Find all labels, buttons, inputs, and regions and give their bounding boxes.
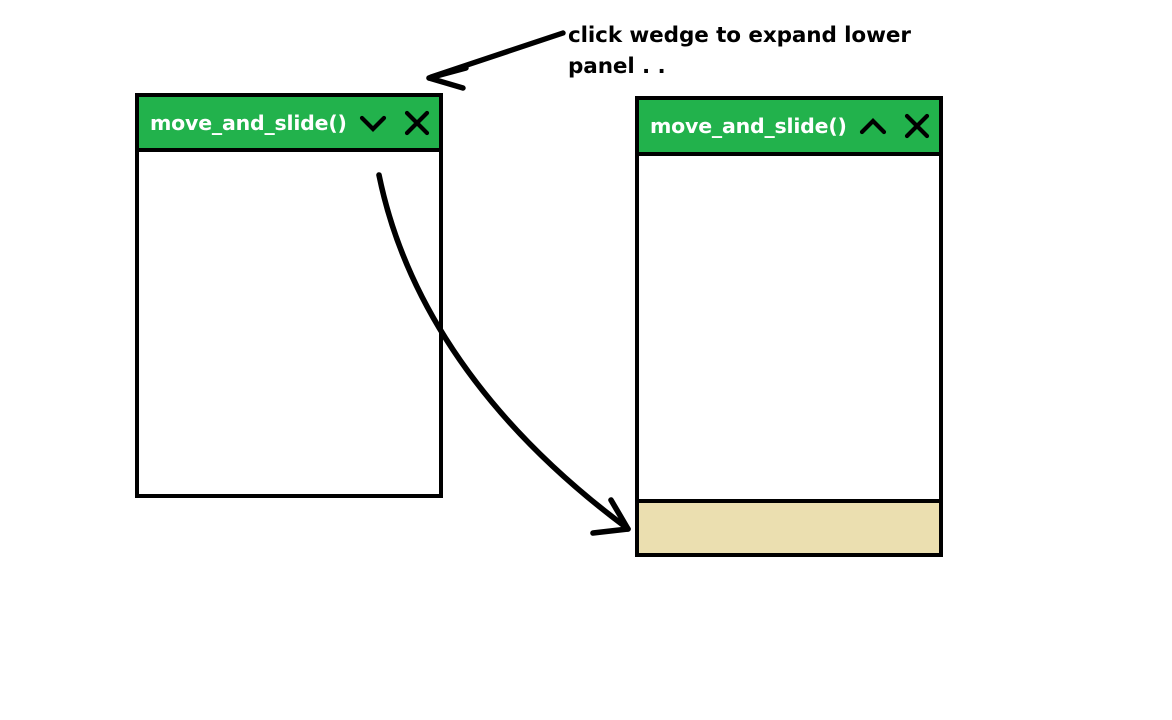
close-icon[interactable] xyxy=(901,110,933,142)
panel-titlebar: move_and_slide() xyxy=(139,97,439,152)
titlebar-controls xyxy=(857,110,933,142)
panel-body xyxy=(639,156,939,499)
annotation-pointer-arrow xyxy=(426,30,566,91)
lower-panel xyxy=(639,499,939,553)
chevron-up-icon[interactable] xyxy=(857,110,889,142)
titlebar-controls xyxy=(357,107,433,139)
panel-body xyxy=(139,152,439,494)
panel-collapsed: move_and_slide() xyxy=(135,93,443,498)
panel-title: move_and_slide() xyxy=(150,110,347,135)
panel-titlebar: move_and_slide() xyxy=(639,100,939,156)
panel-expanded: move_and_slide() xyxy=(635,96,943,557)
annotation-caption: click wedge to expand lower panel . . xyxy=(568,23,911,79)
panel-title: move_and_slide() xyxy=(650,114,847,138)
chevron-down-icon[interactable] xyxy=(357,107,389,139)
close-icon[interactable] xyxy=(401,107,433,139)
